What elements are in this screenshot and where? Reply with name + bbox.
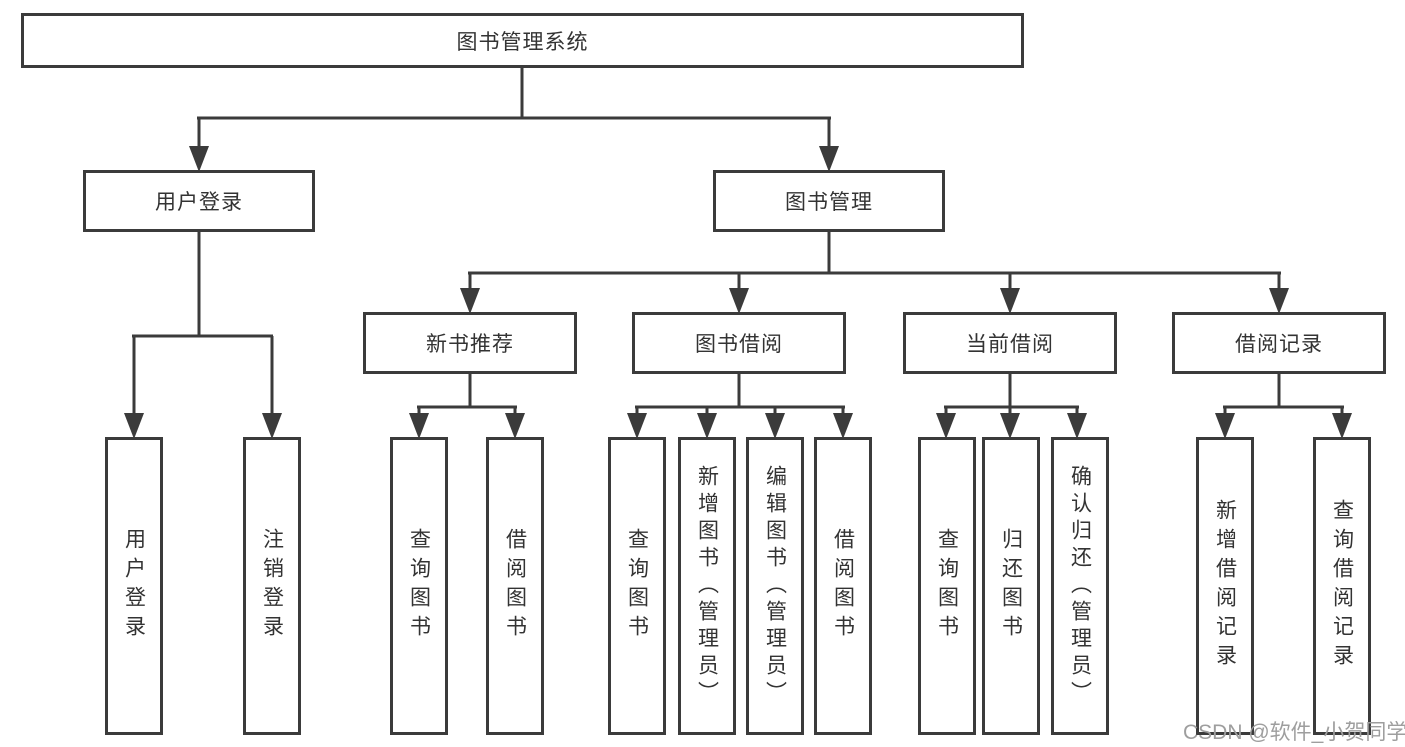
- arrowhead-current-confirm: [1067, 413, 1087, 439]
- leaf-logout-login: 注销登录: [243, 437, 301, 735]
- leaf-current-query-books: 查询图书: [918, 437, 976, 735]
- arrowhead-leaf-logout: [262, 413, 282, 439]
- node-book-management: 图书管理: [713, 170, 945, 232]
- connector-borrowing-leaves: [635, 372, 845, 422]
- leaf-current-return-books: 归还图书: [982, 437, 1040, 735]
- node-book-borrowing: 图书借阅: [632, 312, 846, 374]
- arrowhead-newbook-borrow: [505, 413, 525, 439]
- arrowhead-records-query: [1332, 413, 1352, 439]
- leaf-user-login: 用户登录: [105, 437, 163, 735]
- watermark: CSDN @软件_小贺同学: [1183, 721, 1405, 744]
- leaf-borrowing-borrow-books: 借阅图书: [814, 437, 872, 735]
- node-user-login: 用户登录: [83, 170, 315, 232]
- node-new-book-recommend: 新书推荐: [363, 312, 577, 374]
- leaf-current-confirm-return-admin: 确认归还（管理员）: [1051, 437, 1109, 735]
- leaf-newbook-query-books: 查询图书: [390, 437, 448, 735]
- arrowhead-borrowing-records: [1269, 288, 1289, 314]
- connector-user-login-branch: [132, 230, 274, 420]
- arrowhead-records-add: [1215, 413, 1235, 439]
- connector-records-leaves: [1223, 372, 1344, 422]
- connector-mgmt-to-level3: [468, 230, 1281, 300]
- connector-root-to-level2: [197, 66, 831, 152]
- node-root: 图书管理系统: [21, 13, 1024, 68]
- node-new-book-recommend-label: 新书推荐: [426, 333, 514, 356]
- arrowhead-newbook-query: [409, 413, 429, 439]
- arrowhead-user-login: [189, 146, 209, 172]
- arrowhead-leaf-login: [124, 413, 144, 439]
- arrowhead-book-management: [819, 146, 839, 172]
- node-root-label: 图书管理系统: [456, 30, 589, 54]
- arrowhead-borrowing-borrow: [833, 413, 853, 439]
- leaf-records-add-record: 新增借阅记录: [1196, 437, 1254, 735]
- arrowhead-current-borrowing: [1000, 288, 1020, 314]
- leaf-borrowing-edit-books-admin: 编辑图书（管理员）: [746, 437, 804, 735]
- arrowhead-book-borrowing: [729, 288, 749, 314]
- leaf-borrowing-add-books-admin: 新增图书（管理员）: [678, 437, 736, 735]
- node-user-login-label: 用户登录: [155, 191, 243, 214]
- node-borrowing-records-label: 借阅记录: [1235, 333, 1323, 356]
- arrowhead-borrowing-query: [627, 413, 647, 439]
- arrowhead-current-return: [1000, 413, 1020, 439]
- arrowhead-borrowing-edit: [765, 413, 785, 439]
- node-book-management-label: 图书管理: [785, 191, 873, 214]
- leaf-borrowing-query-books: 查询图书: [608, 437, 666, 735]
- node-current-borrowing-label: 当前借阅: [966, 333, 1054, 356]
- node-current-borrowing: 当前借阅: [903, 312, 1117, 374]
- connector-newbook-leaves: [417, 372, 517, 422]
- arrowhead-borrowing-add: [697, 413, 717, 439]
- arrowhead-current-query: [936, 413, 956, 439]
- leaf-records-query-record: 查询借阅记录: [1313, 437, 1371, 735]
- arrowhead-new-book-recommend: [460, 288, 480, 314]
- node-book-borrowing-label: 图书借阅: [695, 333, 783, 356]
- leaf-newbook-borrow-books: 借阅图书: [486, 437, 544, 735]
- node-borrowing-records: 借阅记录: [1172, 312, 1386, 374]
